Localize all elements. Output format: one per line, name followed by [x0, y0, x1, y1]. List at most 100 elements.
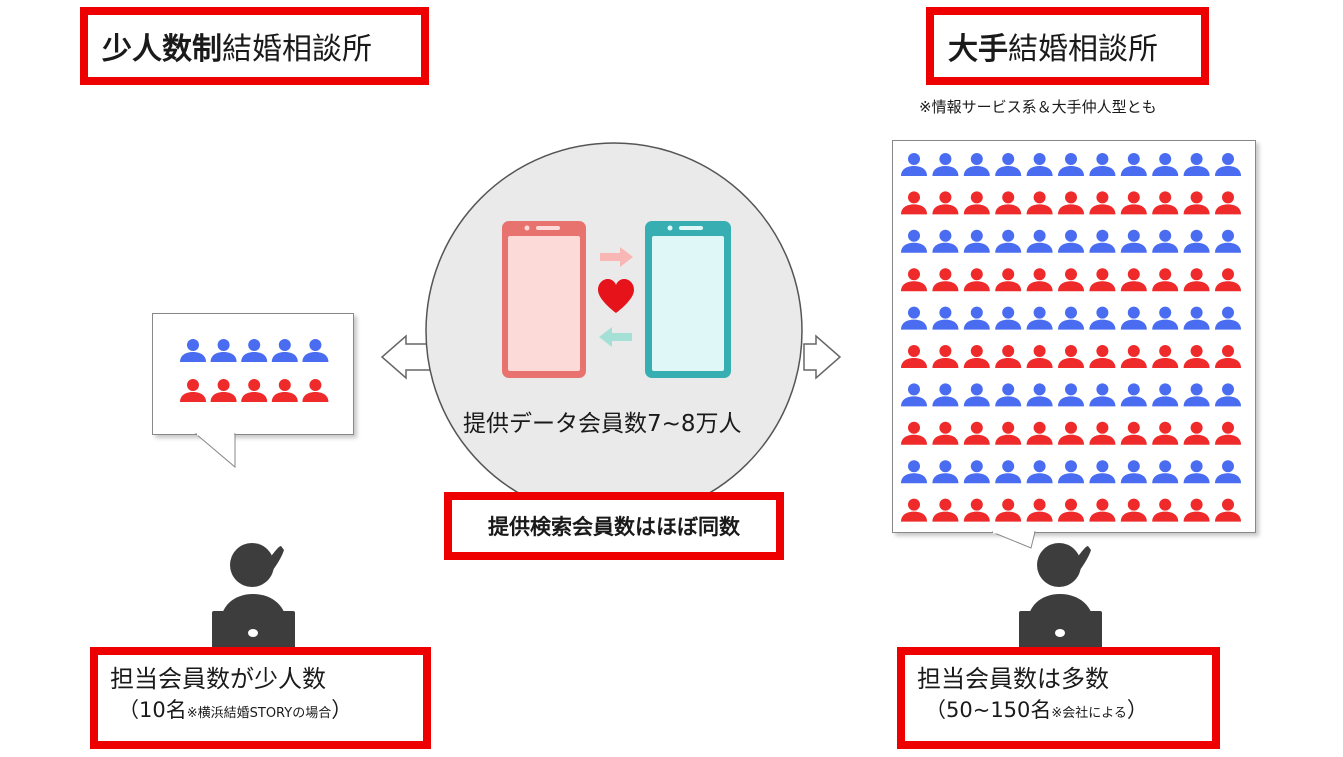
person-icon	[995, 498, 1022, 522]
person-icon	[1120, 498, 1147, 522]
person-icon	[1152, 383, 1179, 407]
left-caption-box: 担当会員数が少人数 （10名※横浜結婚STORYの場合）	[90, 647, 431, 749]
person-icon	[1183, 345, 1210, 368]
center-summary-box: 提供検索会員数はほぼ同数	[444, 492, 784, 560]
person-icon	[1058, 345, 1084, 368]
person-icon	[1120, 229, 1147, 253]
person-icon	[1183, 306, 1210, 330]
person-icon	[1152, 229, 1179, 253]
person-icon	[1152, 421, 1179, 445]
smartphone-icon	[502, 221, 586, 378]
right-speech-tail	[991, 530, 1036, 549]
person-icon	[1058, 153, 1084, 176]
person-icon	[1183, 268, 1210, 292]
center-data-caption: 提供データ会員数7~8万人	[463, 411, 742, 437]
person-icon	[1120, 345, 1147, 368]
person-icon	[1058, 191, 1084, 215]
person-icon	[1058, 383, 1084, 407]
left-title-box: 少人数制 結婚相談所	[80, 7, 429, 85]
operator-icon	[212, 543, 295, 648]
right-title-note: ※情報サービス系＆大手仲人型とも	[919, 98, 1157, 116]
person-icon	[901, 268, 927, 292]
person-icon	[1215, 306, 1241, 330]
right-title-box: 大手 結婚相談所	[926, 7, 1209, 85]
person-icon	[1089, 268, 1116, 292]
left-caption-close: ）	[331, 698, 353, 722]
person-icon	[932, 498, 959, 522]
center-diagram	[380, 142, 842, 520]
left-title-rest: 結婚相談所	[222, 32, 372, 67]
right-member-grid	[901, 153, 1241, 522]
person-icon	[901, 306, 927, 330]
person-icon	[1183, 498, 1210, 522]
person-icon	[932, 421, 959, 445]
person-icon	[1026, 229, 1053, 253]
right-caption-line1: 担当会員数は多数	[917, 665, 1109, 693]
person-icon	[1183, 421, 1210, 445]
person-icon	[995, 345, 1022, 368]
person-icon	[1089, 498, 1116, 522]
person-icon	[932, 229, 959, 253]
person-icon	[1215, 345, 1241, 368]
right-title-rest: 結婚相談所	[1008, 32, 1158, 67]
person-icon	[995, 306, 1022, 330]
person-icon	[963, 460, 990, 484]
person-icon	[901, 421, 927, 445]
left-caption-count: （10名	[118, 698, 187, 722]
person-icon	[1152, 153, 1179, 176]
person-icon	[963, 229, 990, 253]
person-icon	[963, 498, 990, 522]
person-icon	[1183, 191, 1210, 215]
person-icon	[1058, 421, 1084, 445]
person-icon	[1089, 383, 1116, 407]
person-icon	[180, 339, 206, 362]
person-icon	[210, 339, 237, 362]
person-icon	[1089, 306, 1116, 330]
person-icon	[1089, 421, 1116, 445]
person-icon	[1120, 268, 1147, 292]
outline-arrow-icon	[380, 334, 431, 380]
person-icon	[932, 191, 959, 215]
person-icon	[932, 460, 959, 484]
person-icon	[932, 153, 959, 176]
right-caption-count: （50~150名	[925, 698, 1052, 722]
person-icon	[963, 191, 990, 215]
person-icon	[271, 379, 298, 402]
person-icon	[1026, 191, 1053, 215]
person-icon	[995, 153, 1022, 176]
person-icon	[1215, 498, 1241, 522]
left-member-grid	[180, 339, 329, 402]
person-icon	[1026, 383, 1053, 407]
center-summary-text: 提供検索会員数はほぼ同数	[488, 515, 740, 539]
person-icon	[1152, 498, 1179, 522]
person-icon	[1215, 383, 1241, 407]
person-icon	[1215, 268, 1241, 292]
person-icon	[1026, 460, 1053, 484]
person-icon	[1058, 229, 1084, 253]
person-icon	[995, 383, 1022, 407]
person-icon	[180, 379, 206, 402]
person-icon	[1215, 229, 1241, 253]
person-icon	[901, 498, 927, 522]
right-caption-note: ※会社による	[1051, 706, 1127, 721]
person-icon	[1058, 268, 1084, 292]
person-icon	[932, 345, 959, 368]
person-icon	[1152, 460, 1179, 484]
left-caption-line2: （10名※横浜結婚STORYの場合）	[110, 694, 423, 730]
person-icon	[1152, 268, 1179, 292]
person-icon	[963, 421, 990, 445]
person-icon	[901, 460, 927, 484]
person-icon	[1058, 498, 1084, 522]
person-icon	[901, 229, 927, 253]
left-caption-note: ※横浜結婚STORYの場合	[186, 706, 332, 721]
person-icon	[241, 379, 268, 402]
person-icon	[1026, 153, 1053, 176]
person-icon	[1183, 460, 1210, 484]
right-caption-line2: （50~150名※会社による）	[917, 694, 1212, 730]
person-icon	[1089, 460, 1116, 484]
person-icon	[932, 268, 959, 292]
left-title-bold: 少人数制	[102, 32, 222, 67]
person-icon	[302, 339, 329, 362]
person-icon	[1215, 460, 1241, 484]
person-icon	[1026, 268, 1053, 292]
